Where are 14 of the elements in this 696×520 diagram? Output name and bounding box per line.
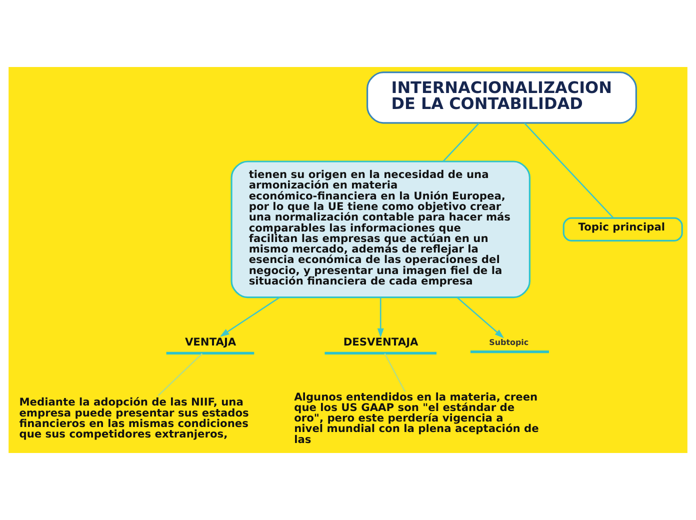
- node-box: tienen su origen en la necesidad de una armonización en materia económico-financiera en la Unión Europea, por lo que la UE tiene como objetivo crear una normalización contable para hacer más comparables las informaciones que facilitan las empresas que actúan en un mismo mercado, además de reflejar la esencia económica de las operaciones del negocio, y presentar una imagen fiel de la situación financiera de cada empresa: [230, 160, 530, 298]
- connector: [384, 353, 406, 392]
- node-text: Algunos entendidos en la materia, creen que los US GAAP son "el estándar de oro", pero este perdería vigencia a nivel mundial con la plena aceptación de las: [294, 390, 539, 446]
- node-text: VENTAJA: [184, 336, 236, 349]
- node-box: INTERNACIONALIZACION DE LA CONTABILIDAD: [366, 72, 637, 124]
- node-text: Mediante la adopción de las NIIF, una empresa puede presentar sus estados financieros en las mismas condiciones que sus competidores extranjeros,: [19, 396, 249, 441]
- connector: [158, 353, 203, 396]
- connector: [524, 122, 614, 218]
- node-box: Topic principal: [562, 217, 683, 242]
- node-text: DESVENTAJA: [343, 336, 418, 349]
- arrow: [220, 296, 280, 337]
- arrow: [377, 297, 384, 338]
- arrow: [456, 296, 504, 338]
- connector: [442, 122, 480, 162]
